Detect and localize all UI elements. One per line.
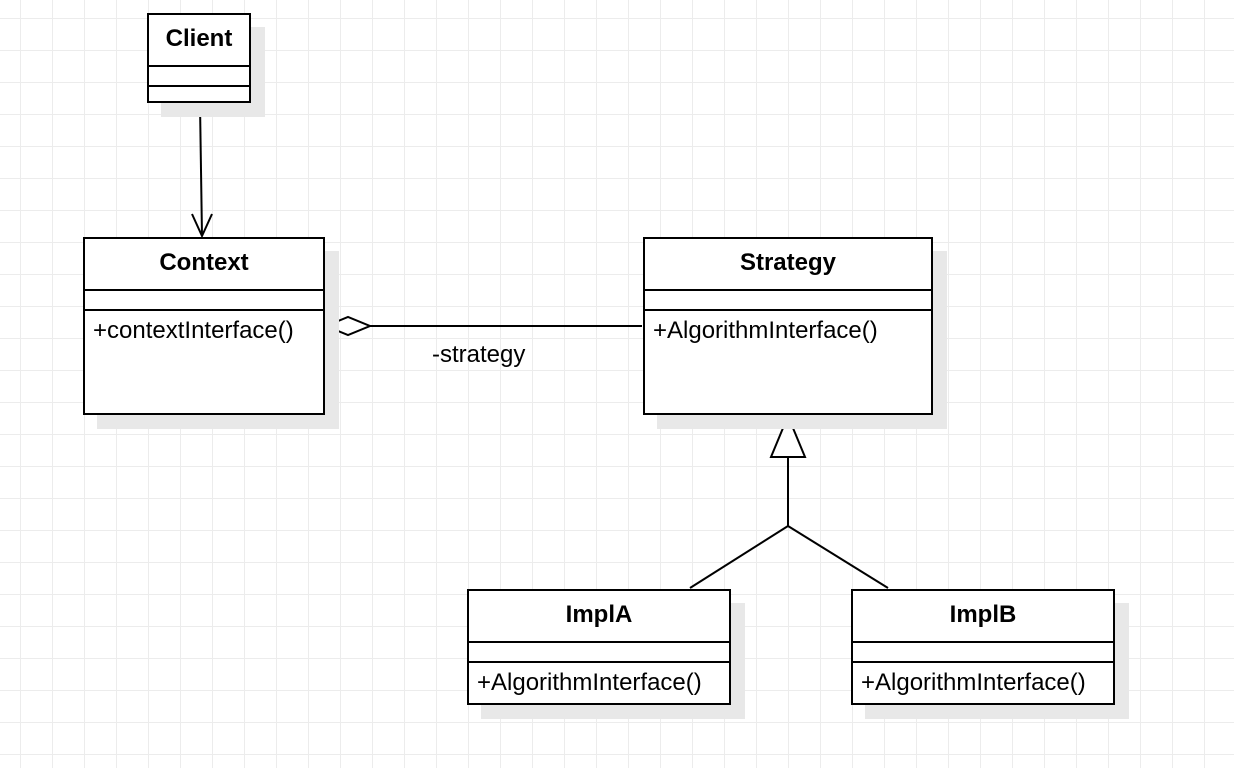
class-implb-name: ImplB — [853, 591, 1113, 643]
inheritance-triangle — [769, 413, 807, 458]
aggregation-diamond — [323, 315, 373, 337]
class-impla[interactable]: ImplA +AlgorithmInterface() — [467, 589, 731, 705]
class-strategy-operation: +AlgorithmInterface() — [653, 317, 878, 344]
class-impla-operation: +AlgorithmInterface() — [477, 669, 702, 696]
class-implb-operation: +AlgorithmInterface() — [861, 669, 1086, 696]
client-context-arrowhead — [191, 213, 213, 239]
class-client-name: Client — [149, 15, 249, 67]
inheritance-branch-impla — [689, 525, 789, 589]
class-strategy-attributes — [645, 291, 931, 311]
class-context-operation: +contextInterface() — [93, 317, 294, 344]
class-strategy[interactable]: Strategy +AlgorithmInterface() — [643, 237, 933, 415]
class-context-attributes — [85, 291, 323, 311]
class-impla-name: ImplA — [469, 591, 729, 643]
class-strategy-name: Strategy — [645, 239, 931, 291]
class-context[interactable]: Context +contextInterface() — [83, 237, 325, 415]
class-context-name: Context — [85, 239, 323, 291]
class-impla-attributes — [469, 643, 729, 663]
aggregation-role-label: -strategy — [432, 341, 526, 368]
class-implb[interactable]: ImplB +AlgorithmInterface() — [851, 589, 1115, 705]
class-client-attributes — [149, 67, 249, 87]
class-implb-attributes — [853, 643, 1113, 663]
client-context-line — [199, 103, 203, 237]
class-client[interactable]: Client — [147, 13, 251, 103]
inheritance-branch-implb — [787, 525, 889, 589]
